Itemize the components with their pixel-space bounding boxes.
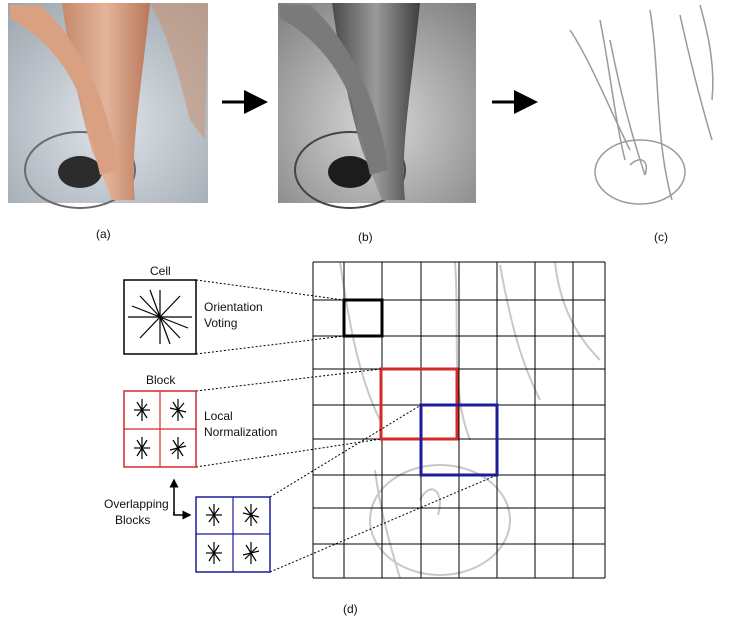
overlap-arrow xyxy=(174,480,190,515)
orientation-voting-label-1: Orientation xyxy=(204,300,263,314)
overlapping-blocks-label-1: Overlapping xyxy=(104,497,169,511)
grayscale-image-panel xyxy=(278,3,476,208)
label-b: (b) xyxy=(358,230,373,244)
block-label: Block xyxy=(146,373,176,387)
hog-grid-panel xyxy=(313,262,605,578)
cell-inset xyxy=(124,280,196,354)
orientation-voting-label-2: Voting xyxy=(204,316,237,330)
block-inset xyxy=(124,391,196,467)
local-normalization-label-1: Local xyxy=(204,409,233,423)
local-normalization-label-2: Normalization xyxy=(204,425,277,439)
label-d: (d) xyxy=(343,602,358,616)
color-image-panel xyxy=(8,3,208,208)
cell-label: Cell xyxy=(150,264,171,278)
overlapping-blocks-inset xyxy=(196,497,270,572)
gradient-image-panel xyxy=(570,5,713,204)
label-a: (a) xyxy=(96,227,111,241)
overlapping-blocks-label-2: Blocks xyxy=(115,513,150,527)
label-c: (c) xyxy=(654,230,668,244)
